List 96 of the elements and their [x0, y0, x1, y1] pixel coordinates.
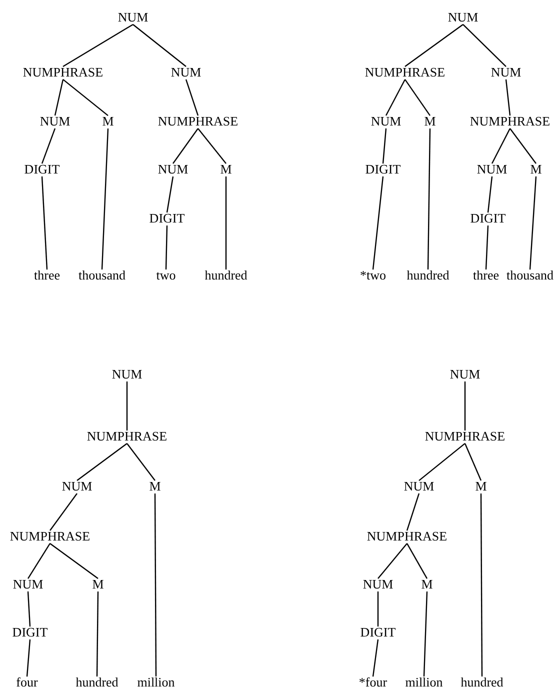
tree-node-label: DIGIT	[470, 212, 506, 226]
tree-branch-line	[26, 639, 31, 677]
tree-node-label: NUM	[476, 162, 508, 178]
tree-node-label: NUM	[158, 162, 188, 178]
tree-branch-line	[198, 128, 226, 164]
tree-branch-line	[96, 591, 99, 677]
tree-branch-line	[418, 443, 466, 481]
tree-branch-line	[423, 591, 428, 677]
tree-node-label: NUMPHRASE	[22, 66, 104, 80]
tree-branch-line	[54, 79, 64, 116]
tree-branch-line	[154, 493, 157, 677]
tree-branch-line	[166, 176, 174, 213]
tree-node-label: NUM	[362, 578, 394, 592]
tree-node-label: NUM	[62, 480, 92, 494]
tree-node-label: hundred	[76, 676, 118, 690]
tree-branch-line	[76, 442, 128, 482]
tree-branch-line	[404, 24, 464, 68]
tree-node-label: NUM	[12, 578, 44, 592]
tree-node-label: M	[92, 578, 104, 592]
tree-branch-line	[462, 24, 506, 67]
tree-branch-line	[132, 24, 186, 67]
tree-branch-line	[510, 128, 536, 164]
tree-branch-line	[385, 79, 406, 116]
tree-branch-line	[101, 128, 109, 270]
tree-node-label: NUM	[40, 114, 70, 130]
tree-branch-line	[406, 543, 428, 579]
tree-branch-line	[485, 225, 489, 270]
tree-branch-line	[406, 493, 420, 531]
tree-node-label: *four	[358, 676, 388, 690]
tree-node-label: NUM	[448, 10, 478, 26]
tree-node-label: NUM	[112, 368, 142, 382]
tree-node-label: M	[220, 162, 232, 178]
tree-branch-line	[372, 176, 384, 270]
tree-branch-line	[41, 176, 48, 270]
tree-node-label: two	[156, 268, 176, 284]
tree-branch-line	[464, 443, 482, 481]
tree-node-label: NUMPHRASE	[364, 66, 446, 80]
tree-branch-line	[480, 493, 483, 677]
tree-branch-line	[487, 176, 493, 213]
tree-node-label: M	[102, 114, 114, 130]
tree-node-label: NUMPHRASE	[86, 430, 168, 444]
tree-node-label: DIGIT	[360, 626, 396, 640]
tree-node-label: M	[424, 114, 436, 130]
tree-node-label: NUM	[450, 368, 480, 382]
tree-node-label: M	[421, 578, 433, 592]
tree-node-label: M	[475, 480, 487, 494]
tree-branch-line	[50, 542, 98, 580]
tree-branch-line	[165, 225, 168, 270]
tree-node-label: million	[405, 676, 443, 690]
tree-node-label: NUMPHRASE	[158, 114, 238, 130]
tree-branch-line	[464, 381, 466, 431]
tree-branch-line	[378, 543, 408, 579]
tree-node-label: three	[473, 268, 499, 284]
tree-node-label: DIGIT	[12, 626, 48, 640]
tree-branch-line	[372, 639, 379, 677]
tree-node-label: hundred	[204, 268, 248, 284]
tree-node-label: four	[16, 676, 38, 690]
tree-node-label: hundred	[460, 676, 504, 690]
tree-branch-line	[28, 543, 50, 579]
tree-node-label: NUM	[170, 66, 202, 80]
tree-node-label: million	[137, 676, 175, 690]
tree-node-label: NUMPHRASE	[470, 114, 550, 130]
tree-node-label: NUM	[490, 66, 522, 80]
tree-node-label: NUMPHRASE	[366, 530, 448, 544]
tree-branch-line	[172, 128, 198, 164]
tree-node-label: NUM	[118, 10, 148, 26]
tree-node-label: NUMPHRASE	[10, 530, 90, 544]
tree-node-label: three	[34, 268, 60, 284]
tree-branch-line	[41, 128, 56, 164]
tree-node-label: DIGIT	[24, 162, 60, 178]
tree-node-label: NUMPHRASE	[424, 430, 506, 444]
tree-node-label: NUM	[404, 480, 434, 494]
tree-branch-line	[62, 24, 134, 68]
tree-branch-line	[126, 381, 128, 431]
tree-node-label: hundred	[406, 268, 450, 284]
tree-node-label: DIGIT	[149, 212, 185, 226]
tree-branch-line	[491, 128, 511, 164]
tree-branch-line	[27, 591, 31, 627]
tree-branch-line	[404, 79, 430, 116]
tree-node-label: thousand	[78, 268, 126, 284]
tree-branch-line	[225, 176, 227, 270]
tree-branch-line	[529, 176, 537, 270]
tree-node-label: DIGIT	[365, 162, 401, 178]
tree-node-label: thousand	[506, 268, 554, 284]
tree-branch-line	[185, 79, 199, 116]
tree-node-label: M	[530, 162, 542, 178]
tree-branch-line	[382, 128, 387, 164]
tree-node-label: NUM	[370, 114, 402, 130]
tree-branch-line	[126, 443, 156, 481]
tree-node-label: M	[149, 480, 161, 494]
tree-branch-line	[427, 128, 431, 270]
tree-branch-line	[505, 79, 511, 116]
tree-branch-line	[62, 79, 108, 116]
tree-branch-line	[377, 591, 379, 627]
tree-branch-line	[50, 493, 78, 531]
tree-node-label: *two	[360, 268, 386, 284]
